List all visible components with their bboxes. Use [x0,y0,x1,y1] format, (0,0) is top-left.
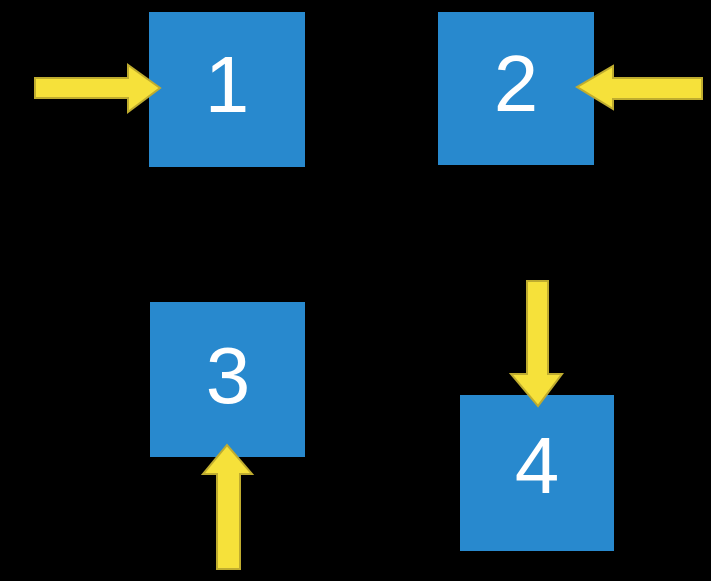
arrow-left-icon [575,64,703,111]
square-2 [438,12,594,165]
arrow-down-icon [508,280,564,408]
square-1-label: 1 [205,40,250,129]
arrow-up-icon [200,443,255,570]
square-3 [150,302,305,457]
square-4 [460,395,614,551]
square-1 [149,12,305,167]
arrow-right-icon [34,63,162,114]
square-2-label: 2 [494,39,539,128]
square-3-label: 3 [206,331,251,420]
square-4-label: 4 [515,421,560,510]
